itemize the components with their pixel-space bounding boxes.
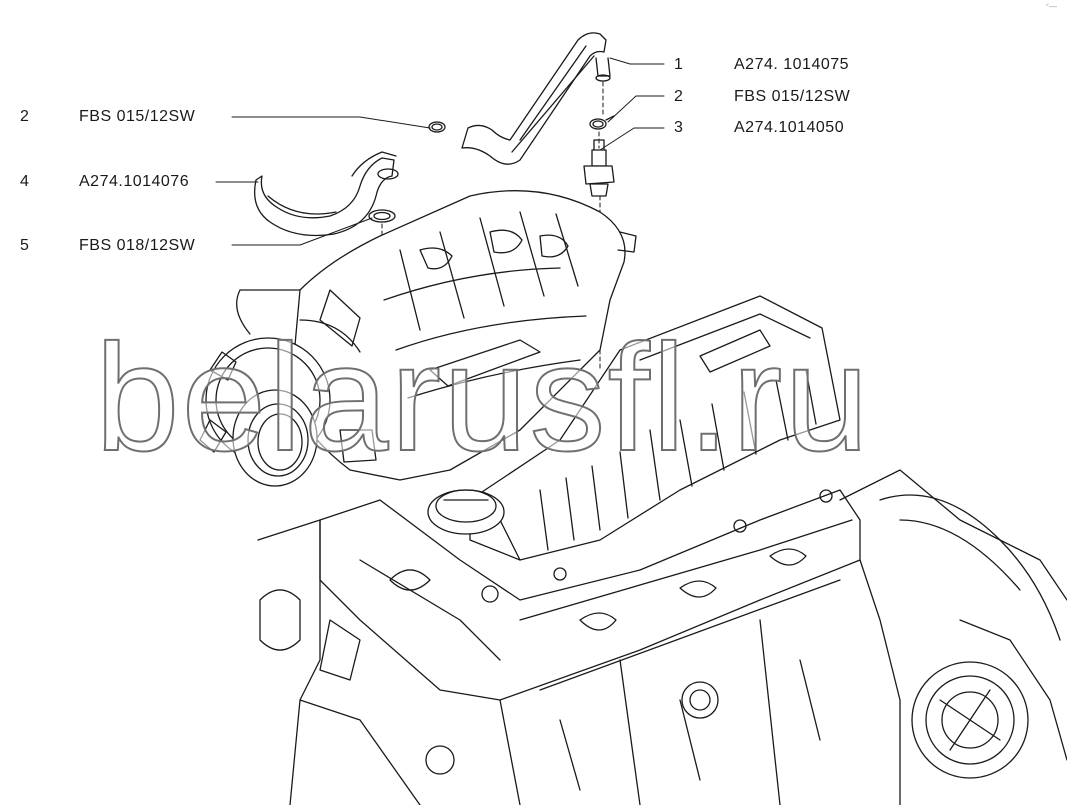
cylinder-head [319,489,861,701]
callout-number-2-left: 2 [20,108,30,125]
engine-block [257,469,1067,805]
corner-mark: ᐟ— [1045,2,1057,11]
watermark-text: belarusfl.ru [94,313,871,483]
callout-number-2-right: 2 [674,88,684,105]
callout-number-3: 3 [674,119,684,136]
clamp-fbs-015-left [428,121,446,133]
callout-part-2-left: FBS 015/12SW [79,108,196,125]
clamp-fbs-015-right [589,115,615,130]
throttle-body [199,289,377,487]
callout-part-4: A274.1014076 [79,173,190,190]
callout-leaders [215,57,665,246]
callout-number-1: 1 [674,56,684,73]
fitting-a274-1014050 [583,139,615,197]
callout-number-4: 4 [20,173,30,190]
intake-manifold [289,190,637,481]
callout-number-5: 5 [20,237,30,254]
valve-cover [469,295,841,561]
callout-part-3: A274.1014050 [734,119,845,136]
hose-a274-1014075 [461,32,611,165]
callout-part-1: A274. 1014075 [734,56,850,73]
hose-a274-1014076 [253,151,399,237]
clamp-fbs-018 [368,209,396,223]
callout-part-2-right: FBS 015/12SW [734,88,851,105]
oil-filler-cap [427,489,505,535]
callout-part-5: FBS 018/12SW [79,237,196,254]
